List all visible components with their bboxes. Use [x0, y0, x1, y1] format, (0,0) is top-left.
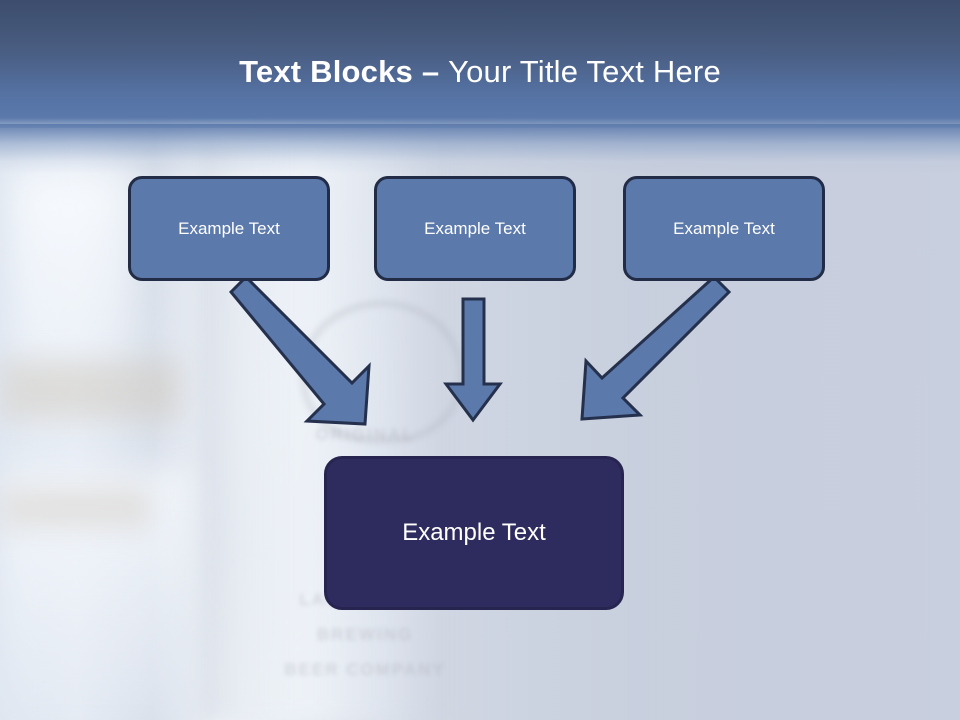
- text-block-3[interactable]: Example Text: [623, 176, 825, 281]
- page-title-rest: Your Title Text Here: [448, 54, 721, 89]
- text-block-result-label: Example Text: [402, 519, 546, 546]
- page-title-bold: Text Blocks: [239, 54, 422, 89]
- text-block-2[interactable]: Example Text: [374, 176, 576, 281]
- text-block-3-label: Example Text: [673, 218, 775, 238]
- text-block-result[interactable]: Example Text: [324, 456, 624, 610]
- text-block-1[interactable]: Example Text: [128, 176, 330, 281]
- text-block-2-label: Example Text: [424, 218, 526, 238]
- text-block-1-label: Example Text: [178, 218, 280, 238]
- title-band: [0, 0, 960, 128]
- page-title-dash: –: [421, 54, 449, 89]
- title-band-fade: [0, 124, 960, 174]
- page-title: Text Blocks – Your Title Text Here: [0, 54, 960, 90]
